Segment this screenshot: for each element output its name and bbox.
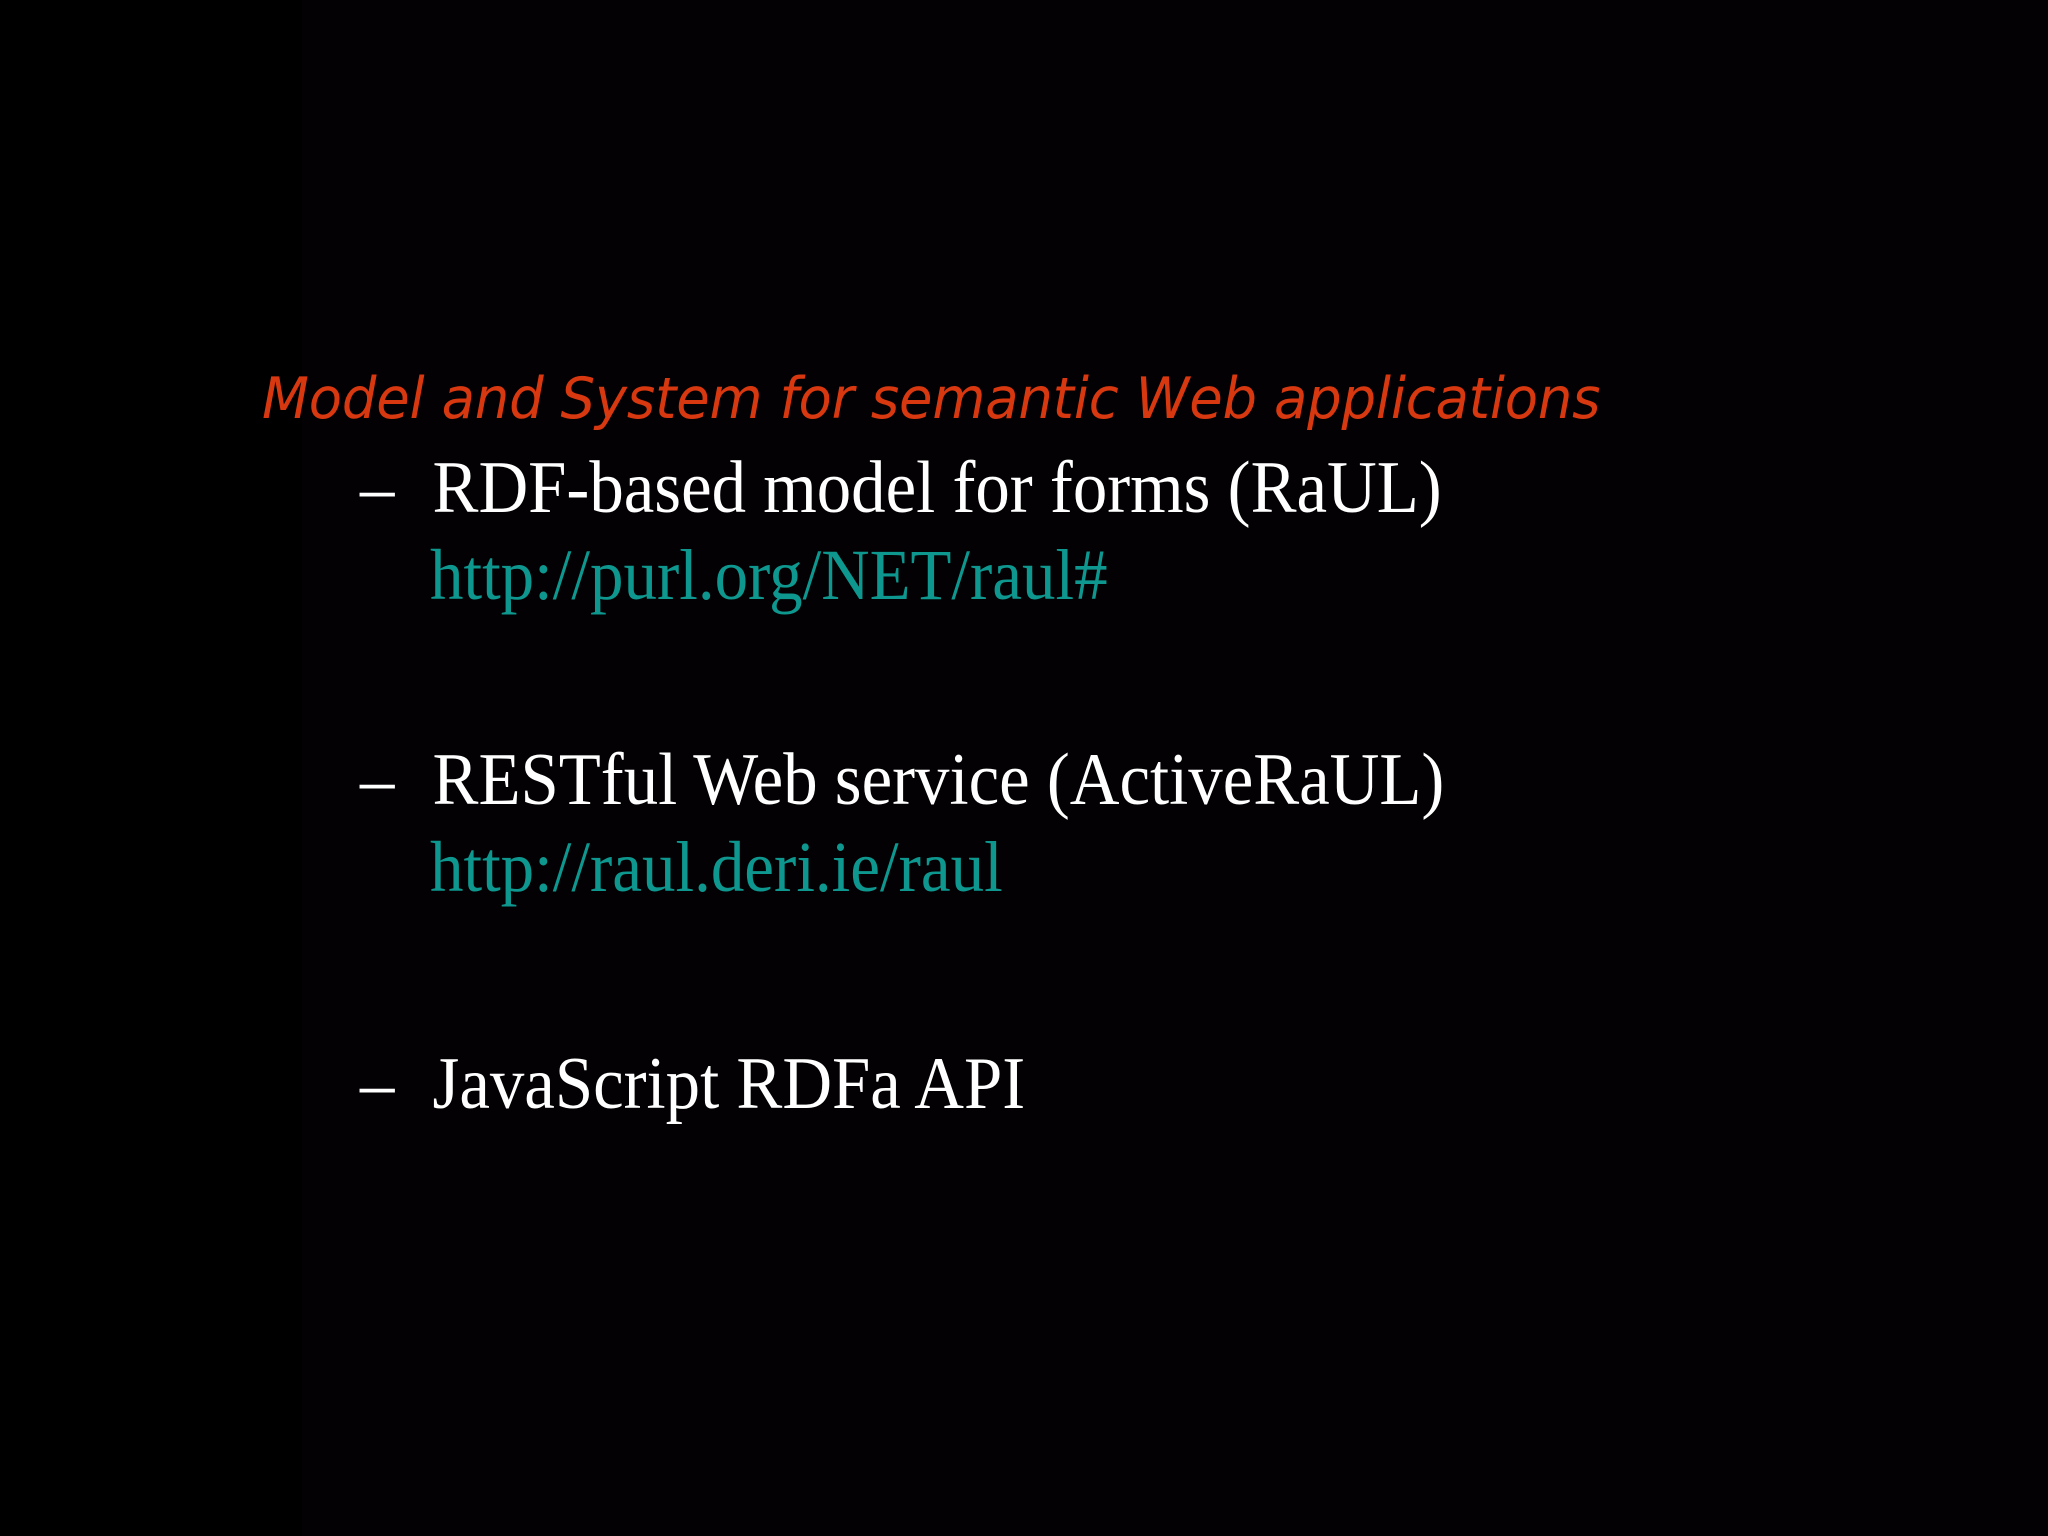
bullet-group-2: –RESTful Web service (ActiveRaUL) http:/…: [360, 736, 1980, 910]
bullet-link[interactable]: http://purl.org/NET/raul#: [430, 535, 1108, 615]
group-spacer: [360, 618, 1980, 736]
bullet-label: RDF-based model for forms (RaUL): [432, 447, 1442, 529]
bullet-group-1: –RDF-based model for forms (RaUL) http:/…: [360, 444, 1980, 618]
page-title: Model and System for semantic Web applic…: [262, 366, 1601, 432]
bullet-label: JavaScript RDFa API: [432, 1043, 1026, 1125]
bullet-dash-icon: –: [360, 739, 395, 821]
list-item: –JavaScript RDFa API: [360, 1040, 1867, 1128]
list-item: –RESTful Web service (ActiveRaUL): [360, 736, 1867, 824]
bullet-list: –RDF-based model for forms (RaUL) http:/…: [360, 444, 1980, 1128]
bullet-group-3: –JavaScript RDFa API: [360, 1040, 1980, 1128]
bullet-link[interactable]: http://raul.deri.ie/raul: [430, 827, 1003, 907]
list-item: –RDF-based model for forms (RaUL): [360, 444, 1867, 532]
group-spacer: [360, 910, 1980, 1040]
slide-content-region: [302, 0, 2048, 1536]
bullet-label: RESTful Web service (ActiveRaUL): [432, 739, 1445, 821]
bullet-dash-icon: –: [360, 447, 395, 529]
bullet-dash-icon: –: [360, 1043, 395, 1125]
